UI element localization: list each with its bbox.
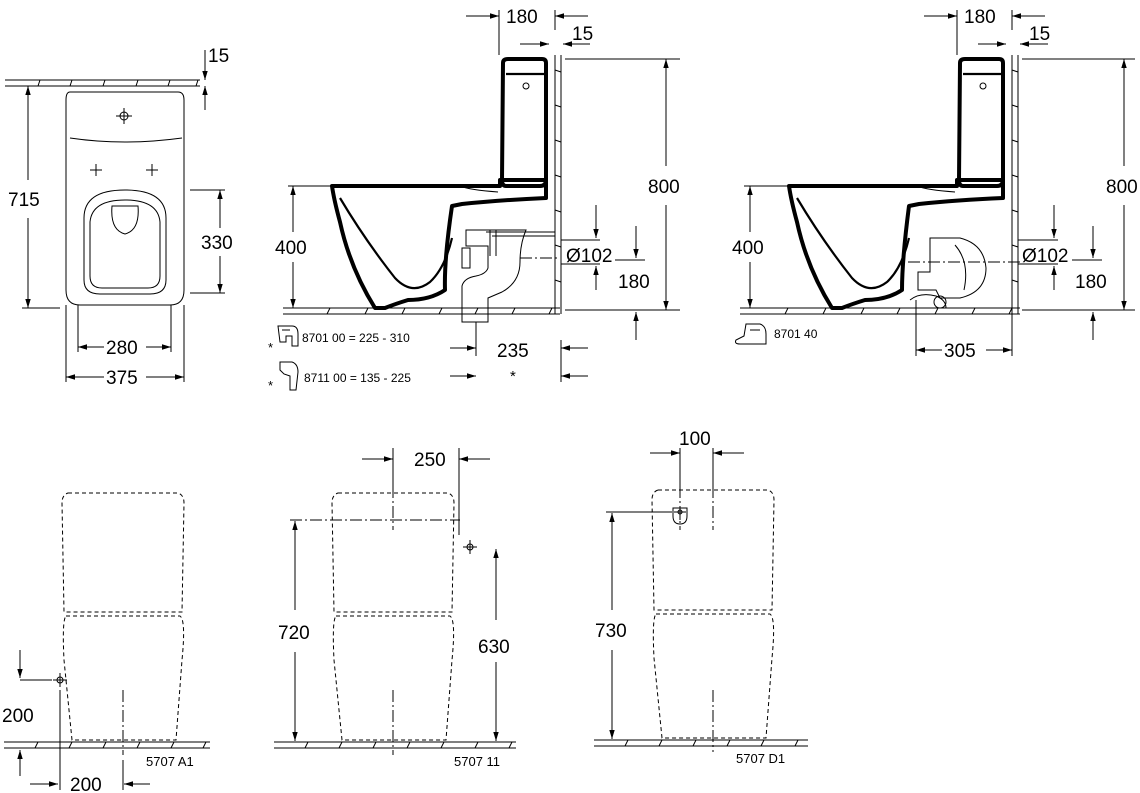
floor-line bbox=[274, 741, 516, 749]
cistern bbox=[500, 57, 548, 188]
dim-630: 630 bbox=[478, 637, 510, 658]
dim-250: 250 bbox=[414, 450, 446, 471]
accessory-8711-00: 8711 00 = 135 - 225 bbox=[304, 371, 411, 385]
dim-720: 720 bbox=[278, 623, 310, 644]
dim-400: 400 bbox=[732, 238, 764, 259]
floor-line bbox=[594, 739, 808, 747]
model-code: 5707 D1 bbox=[736, 751, 785, 766]
side-view-horizontal-outlet: 180 15 800 400 Ø102 180 235 * bbox=[268, 7, 680, 393]
floor-line bbox=[740, 307, 1020, 315]
water-inlet-icon bbox=[53, 673, 67, 687]
dim-235: 235 bbox=[497, 341, 529, 362]
dim-375: 375 bbox=[106, 368, 138, 389]
dim-15: 15 bbox=[1029, 24, 1050, 45]
dim-180: 180 bbox=[506, 7, 538, 28]
front-view-5707-d1: 100 730 5707 D1 bbox=[594, 429, 808, 766]
accessory-8701-40: 8701 40 bbox=[774, 327, 818, 341]
dim-305: 305 bbox=[944, 341, 976, 362]
floor-line bbox=[283, 307, 560, 315]
water-inlet-icon bbox=[463, 540, 477, 554]
dim-15: 15 bbox=[572, 24, 593, 45]
dim-400: 400 bbox=[275, 238, 307, 259]
dim-180-outlet-height: 180 bbox=[618, 272, 650, 293]
connector-8701-40-icon bbox=[735, 323, 767, 345]
dim-15: 15 bbox=[208, 46, 229, 67]
wall-line bbox=[1011, 55, 1019, 314]
dim-200-width: 200 bbox=[70, 775, 102, 793]
front-view-5707-11: 250 720 630 5707 11 bbox=[274, 448, 516, 769]
water-inlet-icon bbox=[672, 506, 688, 525]
connector-8711-00-icon bbox=[279, 361, 299, 391]
dim-180-outlet-height: 180 bbox=[1075, 272, 1107, 293]
dim-800: 800 bbox=[648, 177, 680, 198]
model-code: 5707 11 bbox=[454, 754, 500, 769]
dim-diameter-102: Ø102 bbox=[566, 246, 612, 267]
cistern bbox=[957, 57, 1005, 188]
model-code: 5707 A1 bbox=[146, 754, 194, 769]
fixing-point-icon bbox=[116, 108, 132, 124]
top-view-wall bbox=[5, 79, 200, 87]
dim-800: 800 bbox=[1106, 177, 1138, 198]
dim-200-height: 200 bbox=[2, 706, 34, 727]
fixing-point-icon bbox=[90, 164, 158, 176]
side-view-vertical-outlet: 180 15 800 400 Ø102 180 305 8701 40 bbox=[732, 7, 1138, 362]
asterisk: * bbox=[510, 368, 516, 385]
toilet-bowl bbox=[330, 178, 548, 310]
star-2: * bbox=[268, 378, 273, 393]
toilet-bowl bbox=[787, 178, 1005, 310]
outlet-pipe bbox=[461, 229, 555, 323]
dim-diameter-102: Ø102 bbox=[1022, 246, 1068, 267]
top-view-outline bbox=[65, 91, 185, 306]
dim-280: 280 bbox=[106, 338, 138, 359]
connector-8701-00-icon bbox=[277, 325, 299, 347]
front-view-5707-a1: 200 200 5707 A1 bbox=[2, 492, 210, 793]
dim-330: 330 bbox=[201, 233, 233, 254]
dim-715: 715 bbox=[8, 190, 40, 211]
dim-730: 730 bbox=[595, 621, 627, 642]
accessory-8701-00: 8701 00 = 225 - 310 bbox=[302, 331, 410, 345]
outlet-pipe bbox=[909, 237, 987, 309]
floor-line bbox=[4, 741, 210, 749]
top-view: 15 715 330 280 375 bbox=[5, 46, 233, 389]
dim-100: 100 bbox=[679, 429, 711, 450]
dim-180: 180 bbox=[964, 7, 996, 28]
star-1: * bbox=[268, 340, 273, 355]
wall-line bbox=[554, 55, 562, 314]
